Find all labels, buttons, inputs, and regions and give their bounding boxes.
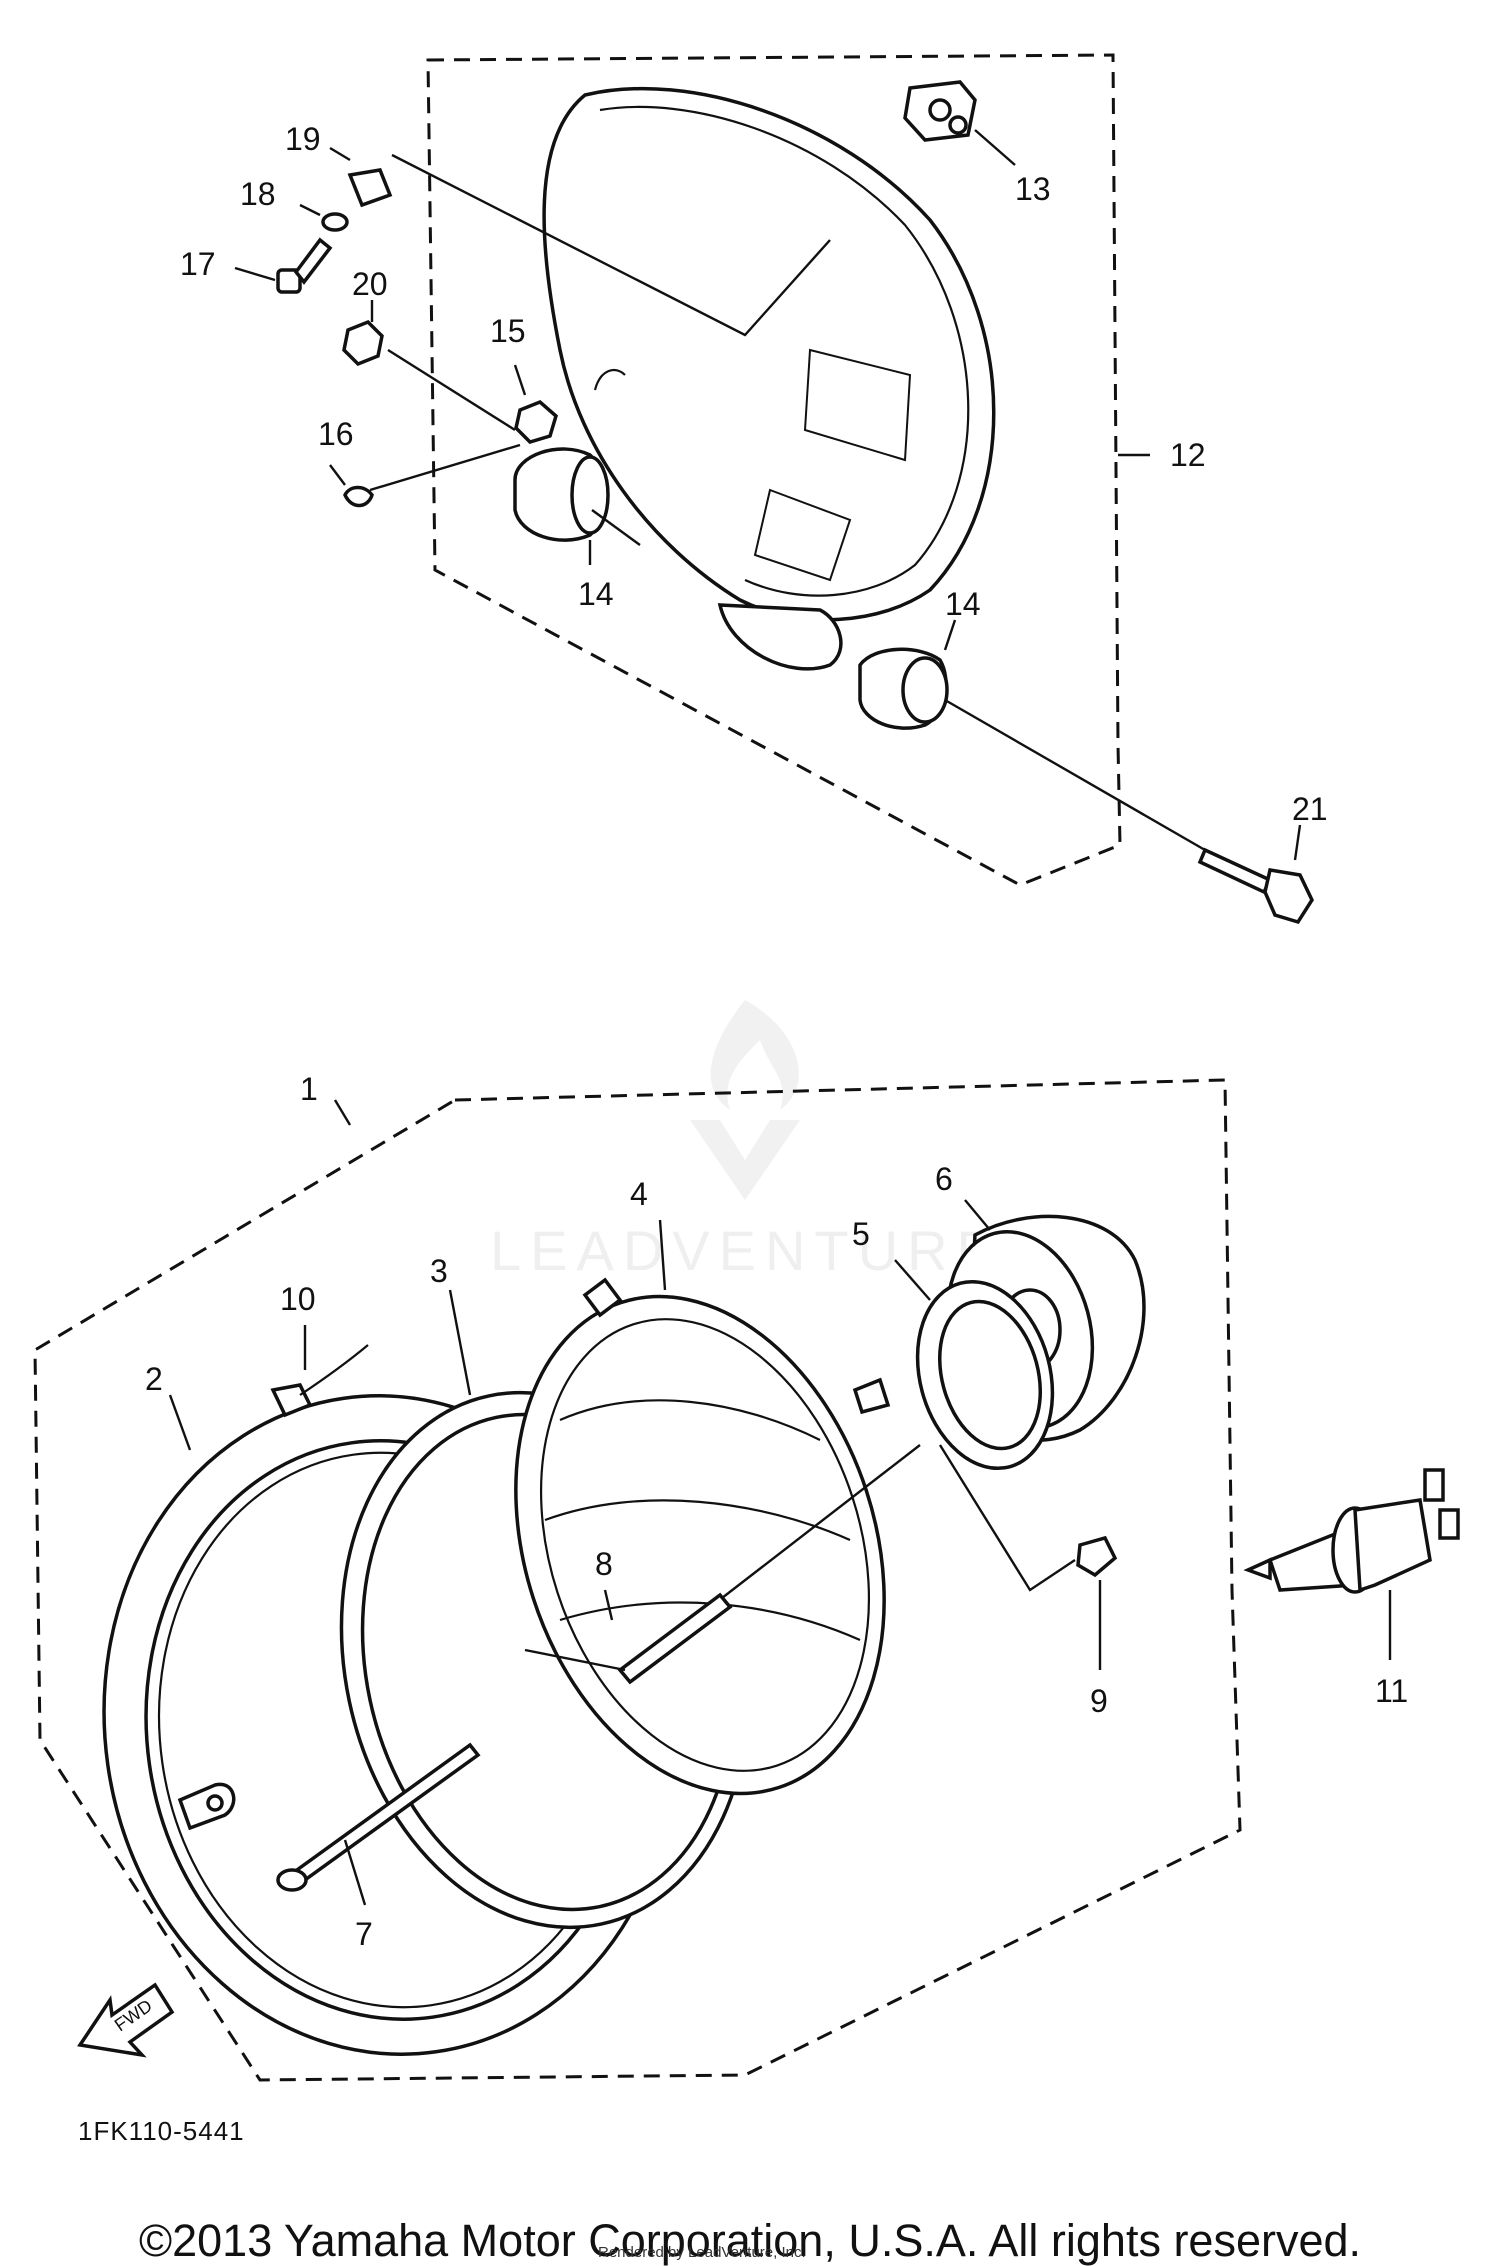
shell-window-upper bbox=[803, 348, 912, 462]
part-7-screw bbox=[276, 1742, 481, 1906]
part-21-bolt bbox=[1197, 824, 1314, 925]
callout-6: 6 bbox=[935, 1161, 953, 1197]
part-14-grommet-left bbox=[513, 447, 641, 565]
body-group-dashed-outline bbox=[426, 53, 1122, 887]
callout-18: 18 bbox=[240, 176, 276, 212]
shell-tab bbox=[593, 368, 626, 391]
callout-20: 20 bbox=[352, 266, 388, 302]
callout-4: 4 bbox=[630, 1176, 648, 1212]
part-15-nut bbox=[513, 364, 558, 444]
callout-2: 2 bbox=[145, 1361, 163, 1397]
diagram-code: 1FK110-5441 bbox=[78, 2116, 245, 2146]
callout-15: 15 bbox=[490, 313, 526, 349]
callout-8: 8 bbox=[595, 1546, 613, 1582]
shell-window-lower bbox=[753, 488, 852, 582]
shell-inner-rim bbox=[599, 105, 970, 597]
callout-1: 1 bbox=[300, 1071, 318, 1107]
callout-21: 21 bbox=[1292, 791, 1328, 827]
lens-pattern-1 bbox=[559, 1399, 821, 1441]
part-8-spring bbox=[524, 1444, 921, 1685]
part-18-washer bbox=[321, 212, 349, 232]
callout-7: 7 bbox=[355, 1916, 373, 1952]
part-17-bolt bbox=[234, 237, 333, 294]
callout-12: 12 bbox=[1170, 437, 1206, 473]
part-11-bulb bbox=[1243, 1468, 1460, 1660]
callout-17: 17 bbox=[180, 246, 216, 282]
part-20-nut bbox=[342, 300, 516, 432]
part-16-screw bbox=[329, 443, 521, 508]
unit-group-dashed-outline bbox=[33, 1078, 1242, 2082]
headlight-unit-group: 1 2 3 4 bbox=[33, 1071, 1242, 2082]
callout-19: 19 bbox=[285, 121, 321, 157]
rendered-by-note: Rendered by LeadVenture, Inc. bbox=[598, 2244, 806, 2261]
watermark-text: LEADVENTURE bbox=[490, 1219, 1003, 1282]
callout-10: 10 bbox=[280, 1281, 316, 1317]
part-14-grommet-right bbox=[858, 619, 1206, 852]
part-5-ring bbox=[894, 1259, 1055, 1471]
part-4-lens bbox=[514, 1219, 891, 1796]
leader-1 bbox=[333, 1099, 352, 1126]
callout-14a: 14 bbox=[578, 576, 614, 612]
callout-13: 13 bbox=[1015, 171, 1051, 207]
watermark-logo: LEADVENTURE bbox=[490, 1000, 1003, 1282]
headlight-body-group: 12 13 19 18 17 20 bbox=[180, 53, 1328, 925]
shell-bottom-lug bbox=[717, 603, 843, 671]
part-13-connector bbox=[903, 80, 1016, 166]
part-10-clip bbox=[270, 1325, 369, 1418]
callout-9: 9 bbox=[1090, 1683, 1108, 1719]
leader-19-label bbox=[329, 146, 351, 162]
headlight-shell bbox=[542, 86, 996, 622]
part-19-grommet bbox=[347, 168, 393, 208]
callout-3: 3 bbox=[430, 1253, 448, 1289]
part-9-nut bbox=[938, 1444, 1118, 1670]
leader-19 bbox=[391, 153, 831, 337]
callout-16: 16 bbox=[318, 416, 354, 452]
callout-11: 11 bbox=[1375, 1673, 1408, 1709]
callout-14b: 14 bbox=[945, 586, 981, 622]
callout-5: 5 bbox=[852, 1216, 870, 1252]
leader-18 bbox=[299, 203, 321, 217]
copyright-notice: ©2013 Yamaha Motor Corporation, U.S.A. A… bbox=[138, 2215, 1362, 2266]
fwd-arrow-icon: FWD bbox=[77, 1982, 175, 2058]
